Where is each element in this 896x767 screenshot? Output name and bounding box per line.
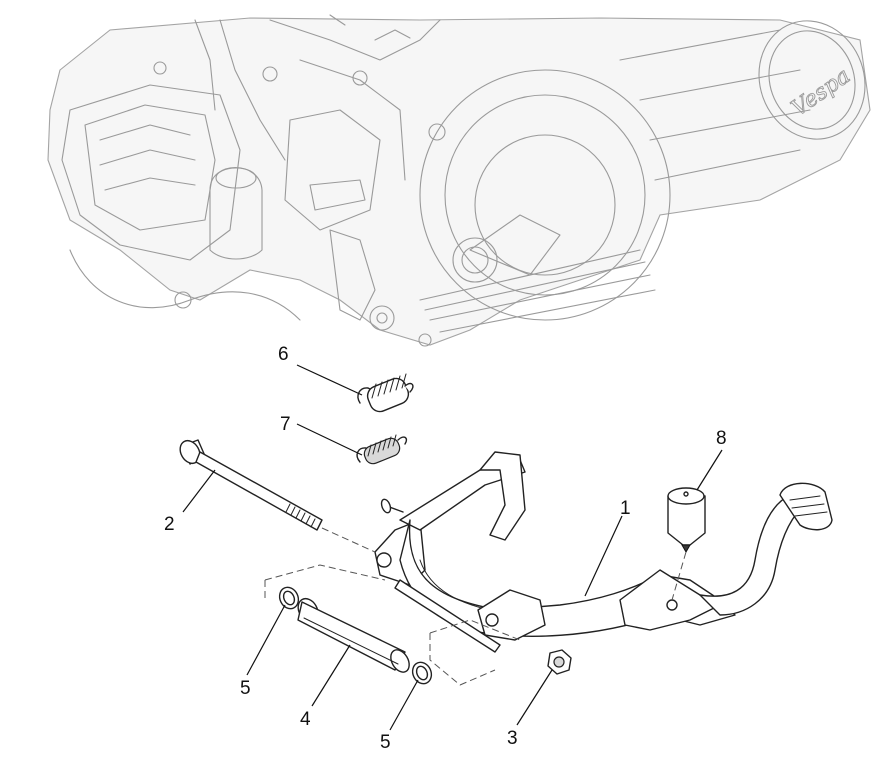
callout-5-left: 5 <box>240 678 251 699</box>
engine-assembly: Vespa <box>47 14 871 347</box>
callout-labels: 6 7 2 1 8 5 4 5 3 <box>164 344 727 753</box>
callout-leaders <box>182 364 723 731</box>
callout-1: 1 <box>620 498 631 519</box>
callout-8: 8 <box>716 428 727 449</box>
pivot-shaft <box>297 597 410 673</box>
washer-right <box>411 661 433 685</box>
callout-6: 6 <box>278 344 289 365</box>
rubber-stopper <box>667 487 706 554</box>
hex-nut <box>547 649 572 675</box>
callout-5-right: 5 <box>380 732 391 753</box>
spring-small <box>356 434 408 465</box>
callout-4: 4 <box>300 709 311 730</box>
assembly-guide-lines <box>264 527 687 686</box>
callout-7: 7 <box>280 414 291 435</box>
washer-left <box>278 586 300 610</box>
center-stand <box>374 451 833 653</box>
callout-2: 2 <box>164 514 175 535</box>
spring-large <box>357 373 414 413</box>
long-bolt <box>179 439 323 531</box>
callout-3: 3 <box>507 728 518 749</box>
